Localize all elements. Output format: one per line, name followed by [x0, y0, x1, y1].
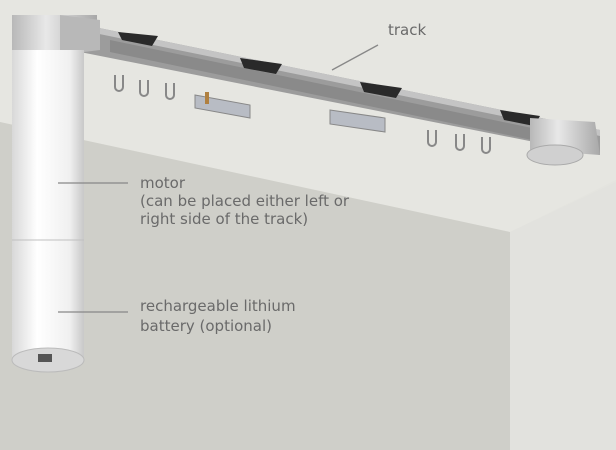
motor-unit [11, 15, 100, 373]
back-wall [0, 122, 510, 450]
leader-lines [58, 44, 379, 313]
curtain-hooks [114, 75, 491, 154]
label-motor-note-1: (can be placed either left or [140, 192, 350, 210]
side-wall [510, 182, 616, 450]
end-cap-right [526, 118, 600, 166]
label-track: track [388, 21, 427, 39]
track [70, 22, 600, 155]
label-motor-note-2: right side of the track) [140, 210, 309, 228]
label-battery-1: rechargeable lithium [140, 297, 296, 315]
battery-port-icon [38, 354, 52, 362]
master-carriers [194, 92, 386, 133]
label-motor: motor [140, 174, 186, 192]
label-battery-2: battery (optional) [140, 317, 273, 335]
